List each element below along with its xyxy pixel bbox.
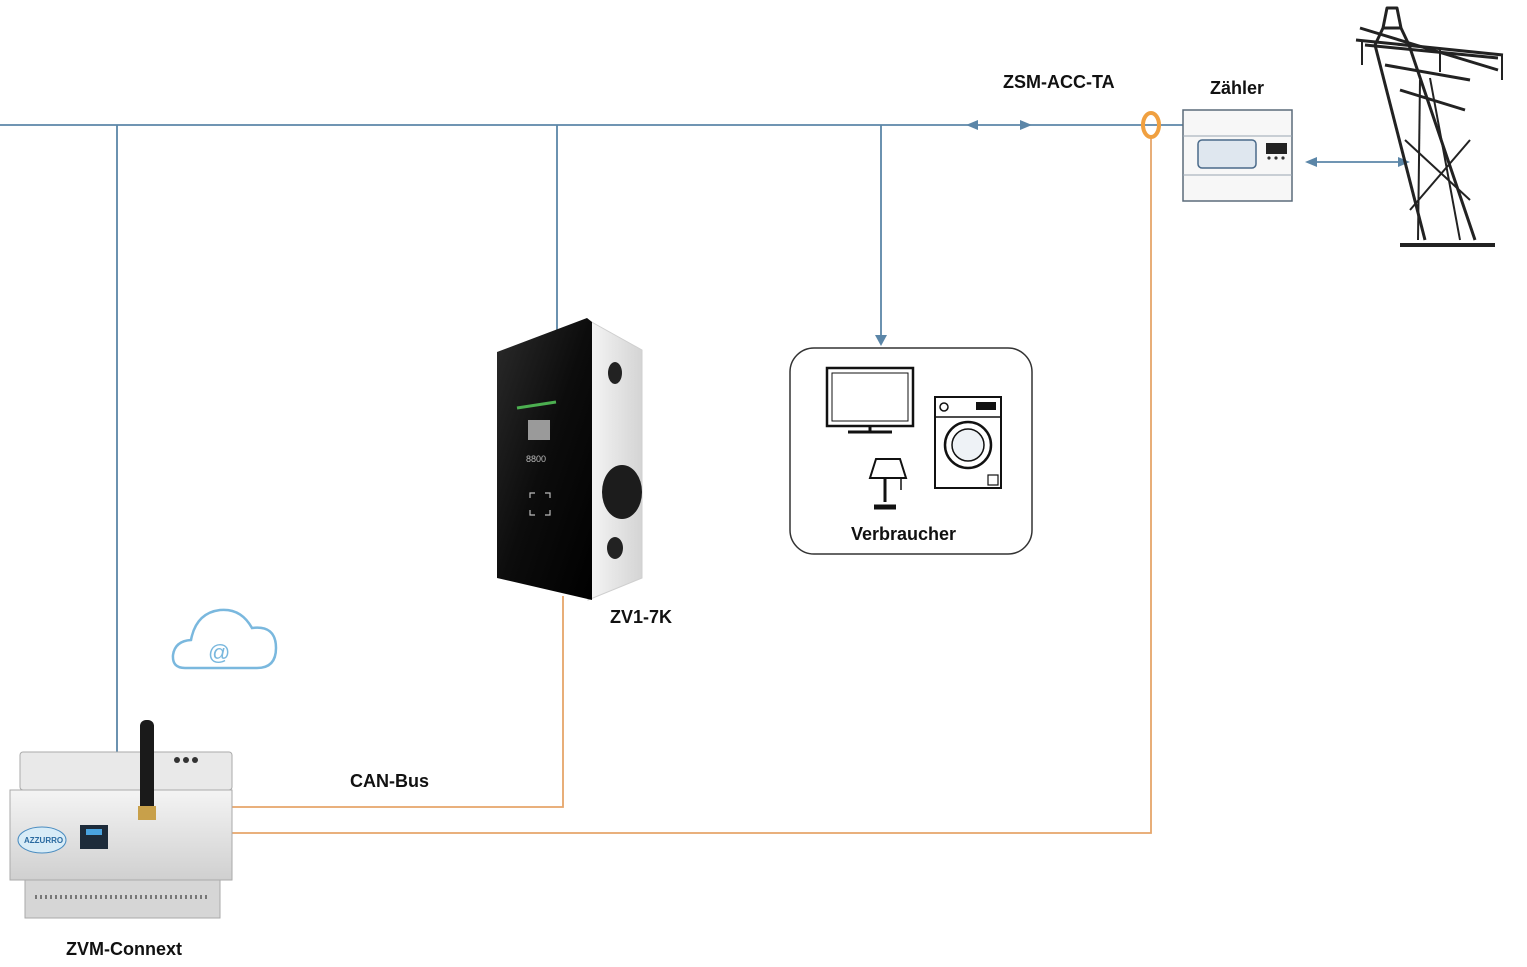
svg-text:8800: 8800 [526, 454, 546, 464]
sensor-label: ZSM-ACC-TA [1003, 72, 1115, 92]
consumers-arrowhead [875, 335, 887, 346]
washing-machine-icon [934, 396, 1002, 489]
flow-arrowheads [875, 120, 1410, 346]
power-pylon-icon [1355, 6, 1504, 247]
sensor-signal-line [232, 137, 1152, 834]
tv-icon [825, 366, 915, 434]
controller-label: ZVM-Connext [66, 939, 182, 959]
current-sensor-clamp [1141, 111, 1161, 139]
consumers-label: Verbraucher [851, 524, 957, 544]
lamp-icon [868, 458, 908, 510]
signal-lines [232, 137, 1152, 834]
charger-device: 8800 [497, 318, 643, 601]
controller-device: AZZURRO [9, 720, 233, 919]
can-bus-line [232, 596, 564, 808]
cloud-icon: @ [171, 608, 278, 670]
bus-arrow-left [966, 120, 978, 130]
power-lines [0, 124, 1405, 752]
meter-device [1182, 109, 1293, 202]
svg-text:@: @ [208, 640, 230, 665]
bus-arrow-right [1020, 120, 1032, 130]
charger-label: ZV1-7K [610, 607, 673, 627]
meter-label: Zähler [1210, 78, 1265, 98]
svg-text:AZZURRO: AZZURRO [24, 836, 63, 845]
can-bus-label: CAN-Bus [350, 771, 429, 791]
grid-arrow-left [1305, 157, 1317, 167]
consumers-box [789, 347, 1033, 555]
